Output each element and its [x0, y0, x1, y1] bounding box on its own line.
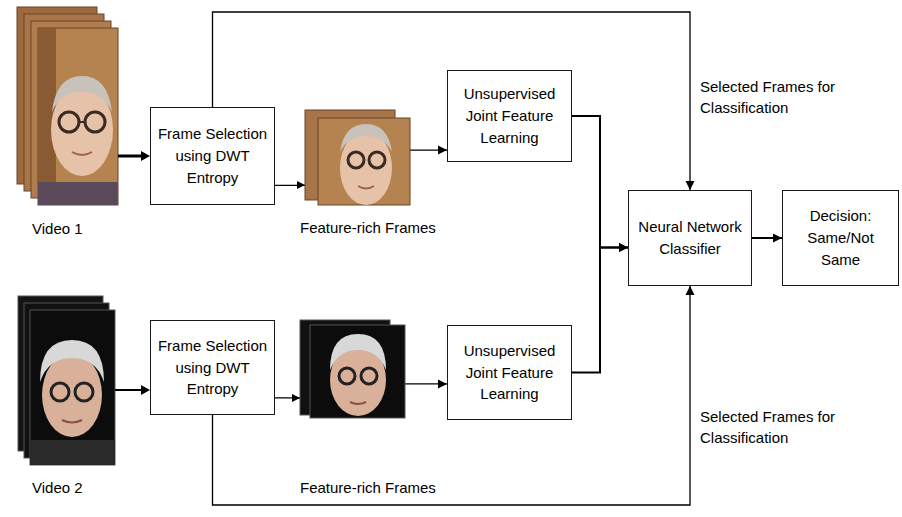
hair	[52, 76, 112, 112]
mouth	[72, 152, 92, 155]
hair	[330, 334, 386, 370]
video-frame	[318, 118, 410, 205]
box-text: Frame Selection using DWT Entropy	[156, 123, 269, 188]
caption-label: Selected Frames for Classification	[700, 406, 850, 448]
video-frame-stack	[17, 7, 118, 205]
box-text: Unsupervised Joint Feature Learning	[453, 340, 566, 405]
connector	[752, 234, 782, 243]
glasses	[79, 121, 85, 123]
process-box: Frame Selection using DWT Entropy	[150, 107, 275, 205]
connector	[572, 243, 628, 372]
video-frame-stack	[18, 296, 115, 465]
mouth	[350, 402, 366, 404]
arrowhead	[141, 151, 150, 161]
box-text: Unsupervised Joint Feature Learning	[453, 83, 566, 148]
glasses	[339, 368, 355, 384]
arrowhead	[686, 181, 695, 190]
video-frame	[38, 28, 118, 205]
process-box: Decision: Same/Not Same	[782, 190, 899, 286]
feature-frames	[305, 110, 410, 205]
glasses	[59, 112, 79, 132]
face	[340, 131, 392, 205]
arrowhead	[686, 286, 695, 295]
feature-frames	[300, 320, 405, 418]
arrowhead	[438, 379, 447, 388]
arrowhead	[292, 394, 300, 402]
arrowhead	[773, 234, 782, 243]
box-text: Decision: Same/Not Same	[788, 205, 893, 270]
input-arrow	[115, 389, 142, 391]
arrowhead	[141, 385, 150, 395]
collar	[38, 182, 118, 205]
arrowhead	[297, 181, 305, 189]
box-text: Frame Selection using DWT Entropy	[156, 335, 269, 400]
face	[42, 353, 102, 437]
box-text: Neural Network Classifier	[634, 216, 746, 260]
mouth	[62, 420, 82, 423]
connector-line	[213, 286, 691, 505]
glasses	[51, 383, 69, 401]
process-box: Unsupervised Joint Feature Learning	[447, 70, 572, 162]
caption-label: Selected Frames for Classification	[700, 76, 850, 118]
caption-label: Feature-rich Frames	[300, 217, 450, 238]
connector	[213, 12, 695, 190]
connector-line	[213, 12, 691, 190]
glasses	[369, 152, 385, 168]
connector-line	[572, 116, 628, 248]
video-frame	[30, 310, 115, 465]
glasses	[361, 368, 377, 384]
arrowhead	[438, 146, 447, 155]
process-box: Frame Selection using DWT Entropy	[150, 320, 275, 415]
connector	[572, 116, 628, 252]
glasses	[348, 152, 364, 168]
collar	[30, 440, 115, 465]
arrowhead	[619, 243, 628, 252]
process-box: Neural Network Classifier	[628, 190, 752, 286]
mouth	[358, 186, 374, 189]
hair	[40, 340, 104, 382]
input-arrow	[118, 155, 142, 158]
caption-label: Feature-rich Frames	[300, 477, 450, 498]
glasses	[85, 112, 105, 132]
video-frame	[310, 325, 405, 418]
connector-line	[572, 248, 628, 373]
caption-label: Video 2	[32, 477, 112, 498]
connector	[213, 286, 695, 505]
process-box: Unsupervised Joint Feature Learning	[447, 325, 572, 420]
glasses	[75, 383, 93, 401]
arrowhead	[619, 243, 628, 252]
hair	[340, 124, 392, 152]
caption-label: Video 1	[32, 218, 112, 239]
